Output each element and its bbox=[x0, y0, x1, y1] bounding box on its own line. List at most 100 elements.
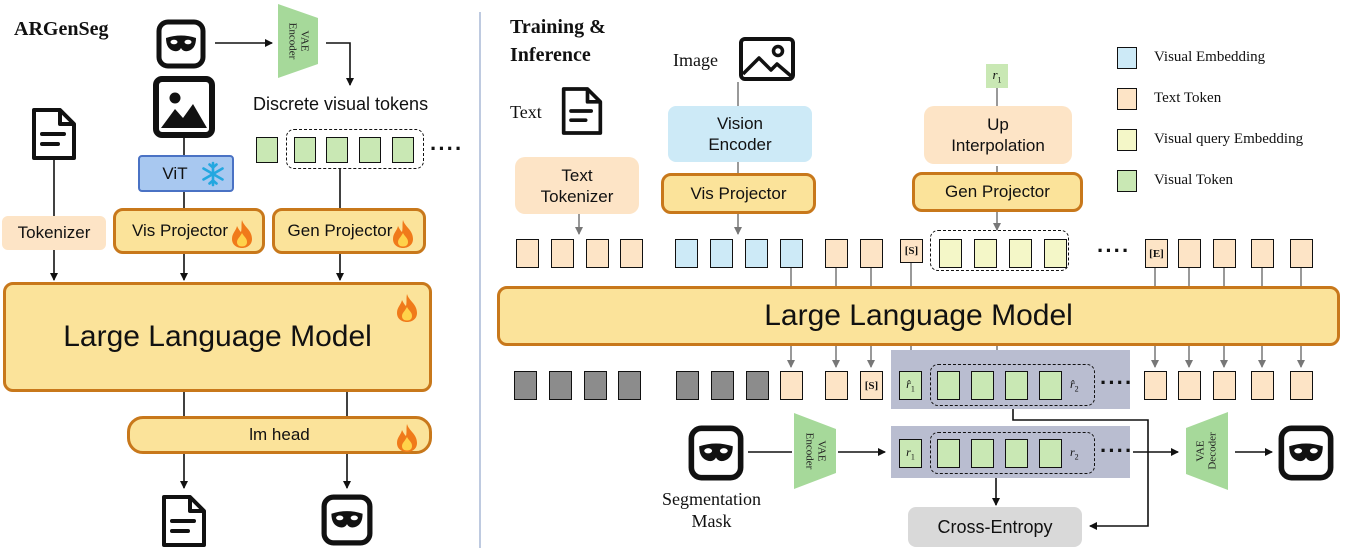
cross-entropy-label: Cross-Entropy bbox=[937, 516, 1053, 537]
masked-output-token bbox=[584, 371, 607, 400]
visual-token bbox=[326, 137, 348, 163]
visual-token bbox=[392, 137, 414, 163]
text-token bbox=[825, 371, 848, 400]
llm-label: Large Language Model bbox=[63, 320, 372, 353]
text-token bbox=[860, 239, 883, 268]
text-token bbox=[1251, 239, 1274, 268]
visual-token bbox=[971, 439, 994, 468]
text-token bbox=[551, 239, 574, 268]
masked-output-token bbox=[549, 371, 572, 400]
text-token bbox=[516, 239, 539, 268]
text-token bbox=[1178, 239, 1201, 268]
r1-gt-token: r1 bbox=[899, 439, 922, 468]
visual-token bbox=[1005, 439, 1028, 468]
right-panel-title-line2: Inference bbox=[510, 44, 591, 66]
lm-head-block: lm head bbox=[127, 416, 432, 454]
snowflake-icon bbox=[200, 161, 226, 187]
legend-swatch bbox=[1117, 88, 1137, 110]
gt-token-group bbox=[930, 432, 1095, 474]
legend-label: Visual Token bbox=[1154, 172, 1234, 188]
text-token bbox=[1213, 239, 1236, 268]
llm-label-right: Large Language Model bbox=[764, 299, 1073, 332]
legend-swatch bbox=[1117, 170, 1137, 192]
vision-encoder-label: Vision Encoder bbox=[708, 114, 772, 154]
tokenizer-label: Tokenizer bbox=[17, 223, 91, 242]
segmentation-mask-label: Segmentation Mask bbox=[662, 489, 761, 531]
legend-swatch bbox=[1117, 129, 1137, 151]
discrete-tokens-label: Discrete visual tokens bbox=[253, 94, 429, 114]
masked-output-token bbox=[618, 371, 641, 400]
vae-encoder-left-label: VAE Encoder bbox=[286, 22, 310, 60]
llm-block-left: Large Language Model bbox=[3, 282, 432, 392]
visual-token bbox=[1039, 439, 1062, 468]
visual-token bbox=[294, 137, 316, 163]
start-seg-token: [S] bbox=[900, 239, 923, 263]
tokenizer-block: Tokenizer bbox=[2, 216, 106, 250]
vae-encoder-right-label: VAE Encoder bbox=[803, 432, 827, 470]
pred-token-group bbox=[930, 364, 1095, 406]
vit-block: ViT bbox=[138, 155, 234, 192]
gen-projector-label-right: Gen Projector bbox=[945, 182, 1050, 201]
mask-icon bbox=[688, 425, 744, 481]
start-seg-token-label: [S] bbox=[904, 245, 919, 257]
visual-query-token bbox=[1044, 239, 1067, 268]
up-interpolation-label: Up Interpolation bbox=[951, 115, 1045, 155]
visual-token bbox=[937, 439, 960, 468]
text-tokenizer-label: Text Tokenizer bbox=[540, 165, 614, 206]
gen-projector-block-right: Gen Projector bbox=[912, 172, 1083, 212]
text-token bbox=[586, 239, 609, 268]
vis-projector-label: Vis Projector bbox=[131, 221, 229, 240]
r1-token-input: r1 bbox=[986, 64, 1008, 88]
vision-encoder-block: Vision Encoder bbox=[668, 106, 812, 162]
visual-embedding-token bbox=[745, 239, 768, 268]
vit-label: ViT bbox=[162, 163, 188, 183]
vae-decoder: VAE Decoder bbox=[1186, 412, 1228, 490]
right-panel-title-line1: Training & bbox=[510, 16, 606, 38]
text-tokenizer-block: Text Tokenizer bbox=[515, 157, 639, 214]
end-seg-token-label: [E] bbox=[1149, 247, 1164, 260]
flame-icon bbox=[395, 423, 419, 458]
text-token bbox=[620, 239, 643, 268]
lm-head-label: lm head bbox=[249, 425, 310, 444]
visual-token bbox=[359, 137, 381, 163]
gen-projector-label: Gen Projector bbox=[287, 221, 393, 240]
legend: Visual Embedding Text Token Visual query… bbox=[1117, 47, 1346, 197]
text-token bbox=[825, 239, 848, 268]
query-token-group bbox=[930, 230, 1069, 271]
text-token bbox=[1178, 371, 1201, 400]
visual-token bbox=[256, 137, 278, 163]
visual-query-token bbox=[939, 239, 962, 268]
image-icon bbox=[153, 76, 215, 138]
visual-embedding-token bbox=[675, 239, 698, 268]
visual-token bbox=[1039, 371, 1062, 400]
ellipsis: ···· bbox=[1097, 238, 1131, 263]
left-panel-title: ARGenSeg bbox=[14, 18, 109, 40]
vae-decoder-label: VAE Decoder bbox=[1194, 432, 1219, 470]
ellipsis: ···· bbox=[1100, 438, 1134, 463]
vis-projector-block: Vis Projector bbox=[113, 208, 265, 254]
ellipsis: ···· bbox=[430, 136, 464, 161]
token-group-dashed bbox=[286, 129, 424, 169]
r1-gt-label: r1 bbox=[906, 445, 915, 462]
vis-projector-block-right: Vis Projector bbox=[661, 173, 816, 214]
image-icon bbox=[738, 36, 796, 82]
legend-label: Visual query Embedding bbox=[1154, 131, 1304, 147]
output-seg-token: [S] bbox=[860, 371, 883, 400]
mask-icon bbox=[1278, 425, 1334, 481]
up-interpolation-block: Up Interpolation bbox=[924, 106, 1072, 164]
visual-token bbox=[937, 371, 960, 400]
visual-token bbox=[1005, 371, 1028, 400]
r1-label: r1 bbox=[992, 67, 1002, 85]
document-icon bbox=[30, 106, 78, 162]
legend-label: Text Token bbox=[1154, 90, 1222, 106]
vae-encoder-left: VAE Encoder bbox=[278, 4, 318, 78]
ellipsis: ···· bbox=[1100, 370, 1134, 395]
document-icon bbox=[560, 84, 604, 138]
text-token bbox=[1290, 239, 1313, 268]
masked-output-token bbox=[746, 371, 769, 400]
masked-output-token bbox=[711, 371, 734, 400]
end-seg-token: [E] bbox=[1145, 239, 1168, 268]
text-token bbox=[1213, 371, 1236, 400]
mask-icon bbox=[156, 19, 206, 69]
